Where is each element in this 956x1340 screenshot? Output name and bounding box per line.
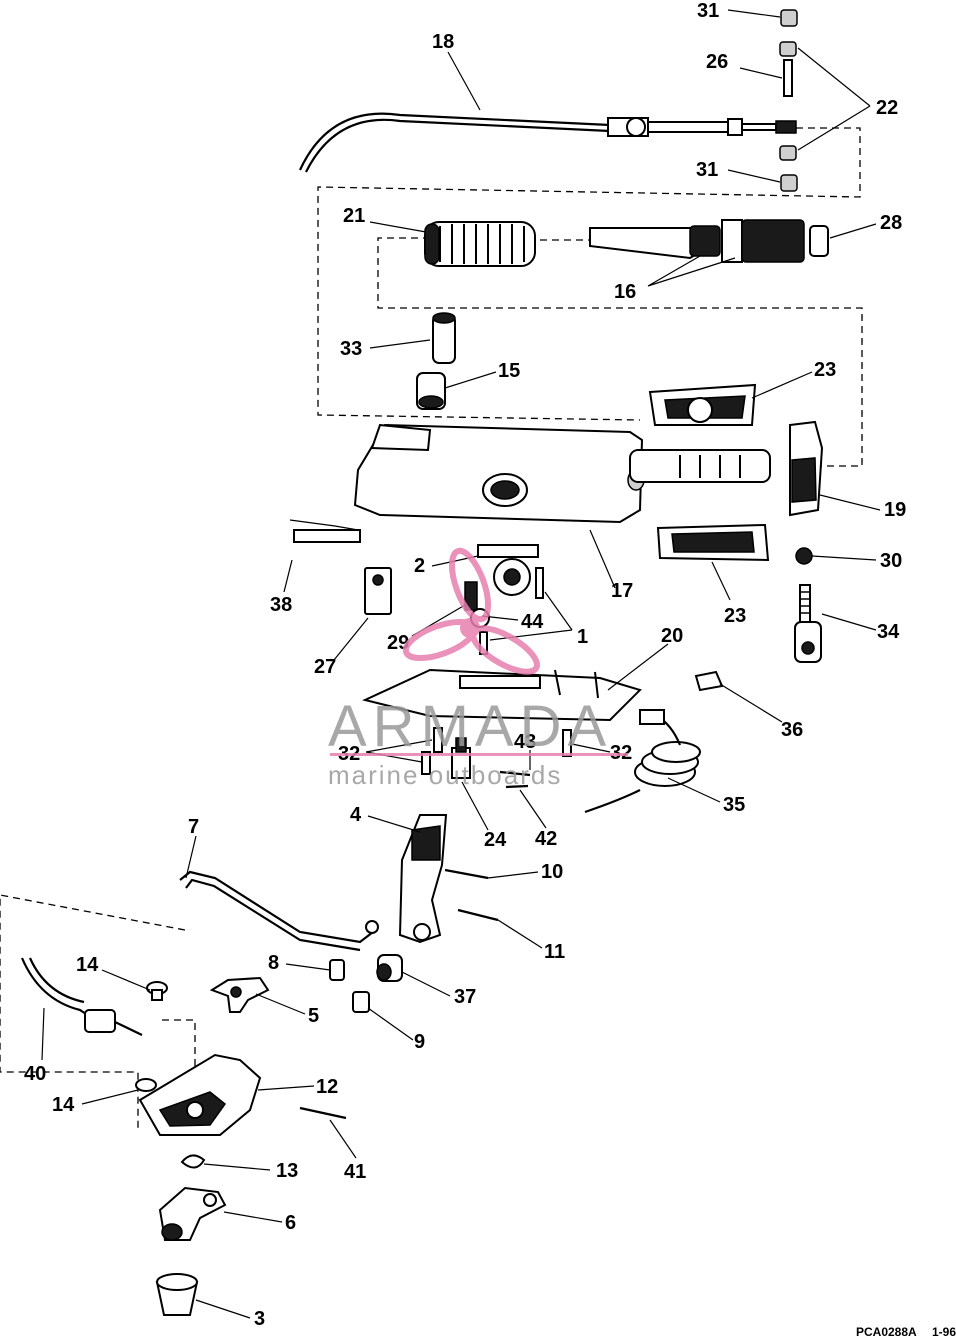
drawing-code: PCA0288A: [856, 1325, 917, 1339]
callout-43: 43: [514, 731, 536, 753]
callout-13: 13: [276, 1160, 298, 1182]
callout-labels: 31 18 26 22 31 21 28 16 33 15 23 19 2 17…: [24, 0, 906, 1330]
assembly-line-d: [0, 894, 186, 1132]
throttle-shaft-16: [589, 219, 829, 263]
callout-16: 16: [614, 281, 636, 303]
screw-14-bottom: [135, 1078, 157, 1092]
callout-11: 11: [544, 941, 565, 963]
bushing-15: [416, 372, 446, 410]
callout-2: 2: [414, 555, 425, 577]
callout-4: 4: [350, 804, 362, 826]
throttle-grip-21: [424, 221, 536, 267]
assembly-line-b: [377, 237, 863, 467]
callout-41: 41: [344, 1161, 366, 1183]
watermark-brand: ARMADA: [328, 694, 612, 759]
shift-cam-6: [158, 1186, 227, 1241]
screw-14-top: [146, 981, 168, 1001]
watermark: ARMADA marine outboards: [328, 547, 628, 790]
pin-41: [299, 1106, 347, 1120]
watermark-underline: [330, 753, 628, 756]
bracket-23-upper: [648, 383, 757, 426]
callout-40: 40: [24, 1063, 46, 1085]
callout-7: 7: [188, 816, 199, 838]
callout-35: 35: [723, 794, 745, 816]
mounting-plate-20: [361, 668, 642, 722]
bracket-23-lower: [656, 523, 770, 562]
tiller-handle-body-17: [353, 423, 645, 524]
clip-27: [364, 567, 392, 615]
callout-44: 44: [521, 611, 544, 633]
callout-38: 38: [270, 594, 292, 616]
wire-40: [20, 957, 143, 1036]
handle-rod: [629, 449, 771, 483]
throttle-cable-18: [299, 112, 797, 173]
callout-37: 37: [454, 986, 476, 1008]
pin-9: [352, 991, 370, 1013]
callout-23b: 23: [724, 605, 746, 627]
bracket-12: [138, 1053, 262, 1136]
pivot-block-19: [789, 420, 824, 517]
callout-27: 27: [314, 656, 336, 678]
shift-rod-7: [179, 870, 379, 952]
callout-1: 1: [577, 626, 588, 648]
washer-30: [795, 547, 813, 565]
drawing-date: 1-96: [932, 1325, 956, 1339]
callout-20: 20: [661, 625, 683, 647]
callout-36: 36: [781, 719, 803, 741]
propeller-logo: [402, 547, 540, 675]
callout-18: 18: [432, 31, 454, 53]
lanyard-35: [584, 709, 701, 814]
callout-10: 10: [541, 861, 563, 883]
sleeve-33: [432, 312, 456, 364]
callout-21: 21: [343, 205, 365, 227]
callout-3: 3: [254, 1308, 265, 1330]
callout-19: 19: [884, 499, 906, 521]
pins-10-11: [444, 868, 499, 922]
callout-17: 17: [611, 580, 633, 602]
callout-33: 33: [340, 338, 362, 360]
callout-34: 34: [877, 621, 900, 643]
pin-8: [329, 959, 345, 981]
screws-32: [421, 727, 572, 775]
callout-31b: 31: [696, 159, 718, 181]
callout-31a: 31: [697, 0, 719, 22]
shift-lever-4: [398, 814, 448, 944]
stop-switch-2: [477, 544, 539, 596]
gear-shaft-5: [209, 976, 270, 1013]
bushing-3: [155, 1273, 199, 1316]
callout-42: 42: [535, 828, 557, 850]
callout-15: 15: [498, 360, 520, 382]
callout-22: 22: [876, 97, 898, 119]
adjust-screw-34: [794, 584, 822, 663]
clip-36: [694, 670, 724, 692]
callout-24: 24: [484, 829, 507, 851]
bushing-37: [376, 954, 403, 982]
callout-30: 30: [880, 550, 902, 572]
strip-38: [289, 519, 361, 543]
callout-12: 12: [316, 1076, 338, 1098]
callout-14a: 14: [76, 954, 99, 976]
callout-14b: 14: [52, 1094, 75, 1116]
callout-28: 28: [880, 212, 902, 234]
callout-5: 5: [308, 1005, 319, 1027]
callout-6: 6: [285, 1212, 296, 1234]
callout-8: 8: [268, 952, 279, 974]
callout-26: 26: [706, 51, 728, 73]
clip-13: [180, 1154, 206, 1169]
assembly-line-a: [317, 127, 861, 421]
pins-42-43: [499, 770, 531, 789]
cable-nuts-and-rods: [779, 9, 798, 192]
callout-9: 9: [414, 1031, 425, 1053]
callout-23a: 23: [814, 359, 836, 381]
watermark-tagline: marine outboards: [328, 760, 562, 790]
